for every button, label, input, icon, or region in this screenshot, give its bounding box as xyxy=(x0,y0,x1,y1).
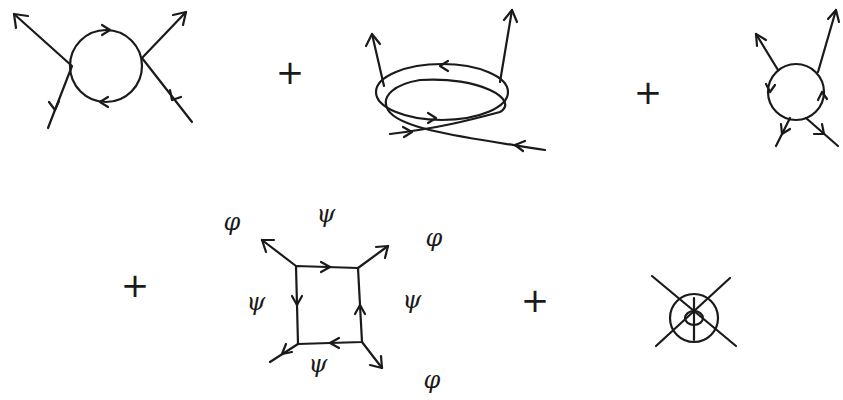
field-label: φ xyxy=(224,210,241,234)
field-label: φ xyxy=(426,226,443,250)
plus-sign: + xyxy=(276,55,305,89)
field-label: ψ xyxy=(247,290,266,314)
field-label: ψ xyxy=(309,352,328,376)
counterterm-diagram xyxy=(652,276,736,346)
plus-sign: + xyxy=(634,75,663,109)
plus-sign: + xyxy=(121,268,150,302)
field-label: φ xyxy=(424,368,441,392)
crossed-diagram xyxy=(366,10,545,151)
fermion-box-diagram xyxy=(262,240,388,368)
vertex-loop-diagram xyxy=(756,10,839,146)
box-diagram-one xyxy=(14,12,192,128)
field-label: ψ xyxy=(317,202,336,226)
field-label: ψ xyxy=(403,288,422,312)
plus-sign: + xyxy=(521,283,550,317)
